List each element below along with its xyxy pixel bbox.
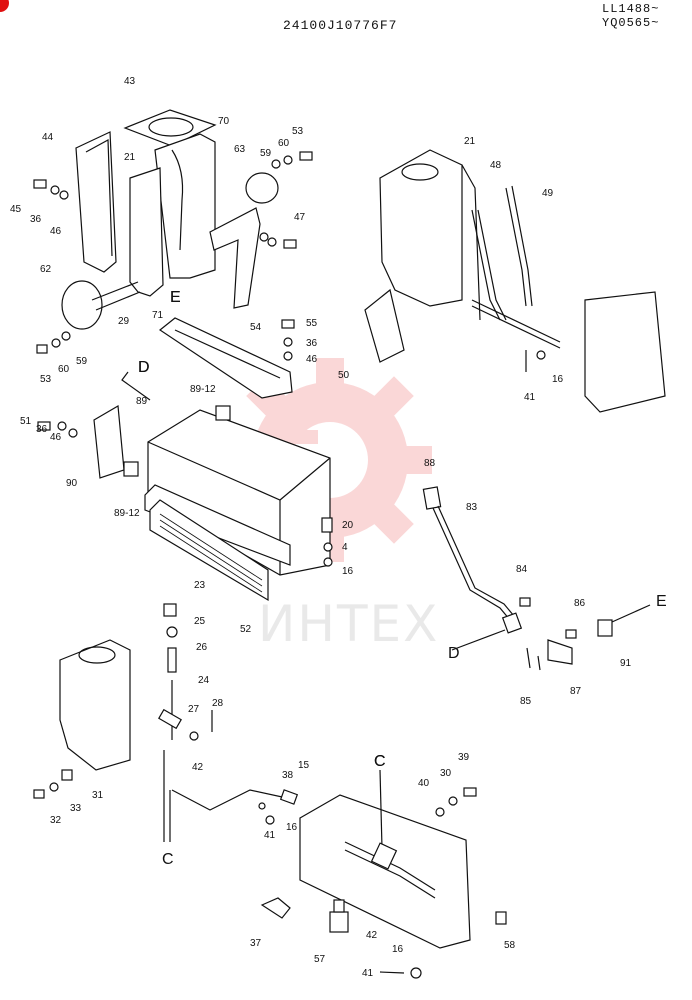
- section-letter-e: E: [170, 289, 181, 306]
- callout-label: 91: [620, 658, 632, 669]
- callout-label: 89: [136, 396, 148, 407]
- callout-label: 36: [306, 338, 318, 349]
- callout-label: 55: [306, 318, 318, 329]
- callout-label: C: [162, 851, 174, 868]
- callout-label: 88: [424, 458, 436, 469]
- section-letter-d: D: [138, 359, 150, 376]
- callout-label: E: [656, 593, 667, 610]
- callout-label: 90: [66, 478, 78, 489]
- callout-label: 63: [234, 144, 246, 155]
- callout-label: 60: [278, 138, 290, 149]
- callout-label: 83: [466, 502, 478, 513]
- callout-label: 59: [76, 356, 88, 367]
- callout-label: 41: [264, 830, 276, 841]
- serial-range-line-1: LL1488~: [602, 2, 660, 16]
- callout-label: 54: [250, 322, 262, 333]
- callout-label: 15: [298, 760, 310, 771]
- callout-label: 89-12: [114, 508, 140, 519]
- callout-label: C: [374, 753, 386, 770]
- callout-label: 85: [520, 696, 532, 707]
- callout-label: D: [138, 359, 150, 376]
- callout-label: 16: [342, 566, 354, 577]
- callout-label: 42: [366, 930, 378, 941]
- callout-label: 84: [516, 564, 528, 575]
- callout-label: E: [170, 289, 181, 306]
- callout-label: 39: [458, 752, 470, 763]
- main-housing-assembly: [37, 371, 333, 602]
- callout-label: 41: [362, 968, 374, 979]
- callout-label: 36: [30, 214, 42, 225]
- section-letter-c: C: [374, 753, 386, 770]
- callout-label: 32: [50, 815, 62, 826]
- callout-label: 46: [306, 354, 318, 365]
- callout-label: 48: [490, 160, 502, 171]
- callout-label: 26: [196, 642, 208, 653]
- callout-label: 52: [240, 624, 252, 635]
- callout-label: 31: [92, 790, 104, 801]
- callout-label: 44: [42, 132, 54, 143]
- callout-label: 53: [292, 126, 304, 137]
- lower-left-assembly: [33, 603, 297, 842]
- callout-label: 45: [10, 204, 22, 215]
- callout-label: 87: [570, 686, 582, 697]
- callout-label: 58: [504, 940, 516, 951]
- callout-label: 20: [342, 520, 354, 531]
- serial-range-line-2: YQ0565~: [602, 16, 660, 30]
- callout-label: 40: [418, 778, 430, 789]
- callout-label: 60: [58, 364, 70, 375]
- callout-label: 4: [342, 542, 348, 553]
- callout-label: 49: [542, 188, 554, 199]
- watermark-text: ИНТЕХ: [258, 595, 440, 653]
- callout-label: 50: [338, 370, 350, 381]
- callout-label: 27: [188, 704, 200, 715]
- upper-left-assembly: [33, 109, 313, 399]
- lever-assembly: [422, 486, 651, 671]
- corner-marker: [0, 0, 9, 12]
- lower-right-assembly: [258, 769, 507, 979]
- callout-label: 21: [124, 152, 136, 163]
- callout-label: 89-12: [190, 384, 216, 395]
- diagram-title: 24100J10776F7: [283, 18, 398, 33]
- callout-label: 24: [198, 675, 210, 686]
- callout-label: 46: [50, 226, 62, 237]
- callout-label: 86: [574, 598, 586, 609]
- callout-label: 25: [194, 616, 206, 627]
- callout-label: 36: [36, 424, 48, 435]
- callout-label: 51: [20, 416, 32, 427]
- callout-labels: 43 70 44 21 63 59 60 53 45 36 46 47 62 2…: [10, 76, 667, 979]
- callout-label: D: [448, 645, 460, 662]
- callout-label: 33: [70, 803, 82, 814]
- callout-label: 59: [260, 148, 272, 159]
- section-letters: D E C: [138, 289, 386, 770]
- callout-label: 41: [524, 392, 536, 403]
- callout-label: 16: [286, 822, 298, 833]
- callout-label: 47: [294, 212, 306, 223]
- callout-label: 16: [552, 374, 564, 385]
- callout-label: 23: [194, 580, 206, 591]
- callout-label: 30: [440, 768, 452, 779]
- callout-label: 42: [192, 762, 204, 773]
- callout-label: 16: [392, 944, 404, 955]
- upper-right-assembly: [364, 149, 666, 413]
- callout-label: 38: [282, 770, 294, 781]
- callout-label: 57: [314, 954, 326, 965]
- callout-label: 62: [40, 264, 52, 275]
- callout-label: 53: [40, 374, 52, 385]
- callout-label: 43: [124, 76, 136, 87]
- callout-label: 70: [218, 116, 230, 127]
- callout-label: 21: [464, 136, 476, 147]
- callout-label: 71: [152, 310, 164, 321]
- callout-label: 29: [118, 316, 130, 327]
- callout-label: 37: [250, 938, 262, 949]
- callout-label: 28: [212, 698, 224, 709]
- callout-label: 46: [50, 432, 62, 443]
